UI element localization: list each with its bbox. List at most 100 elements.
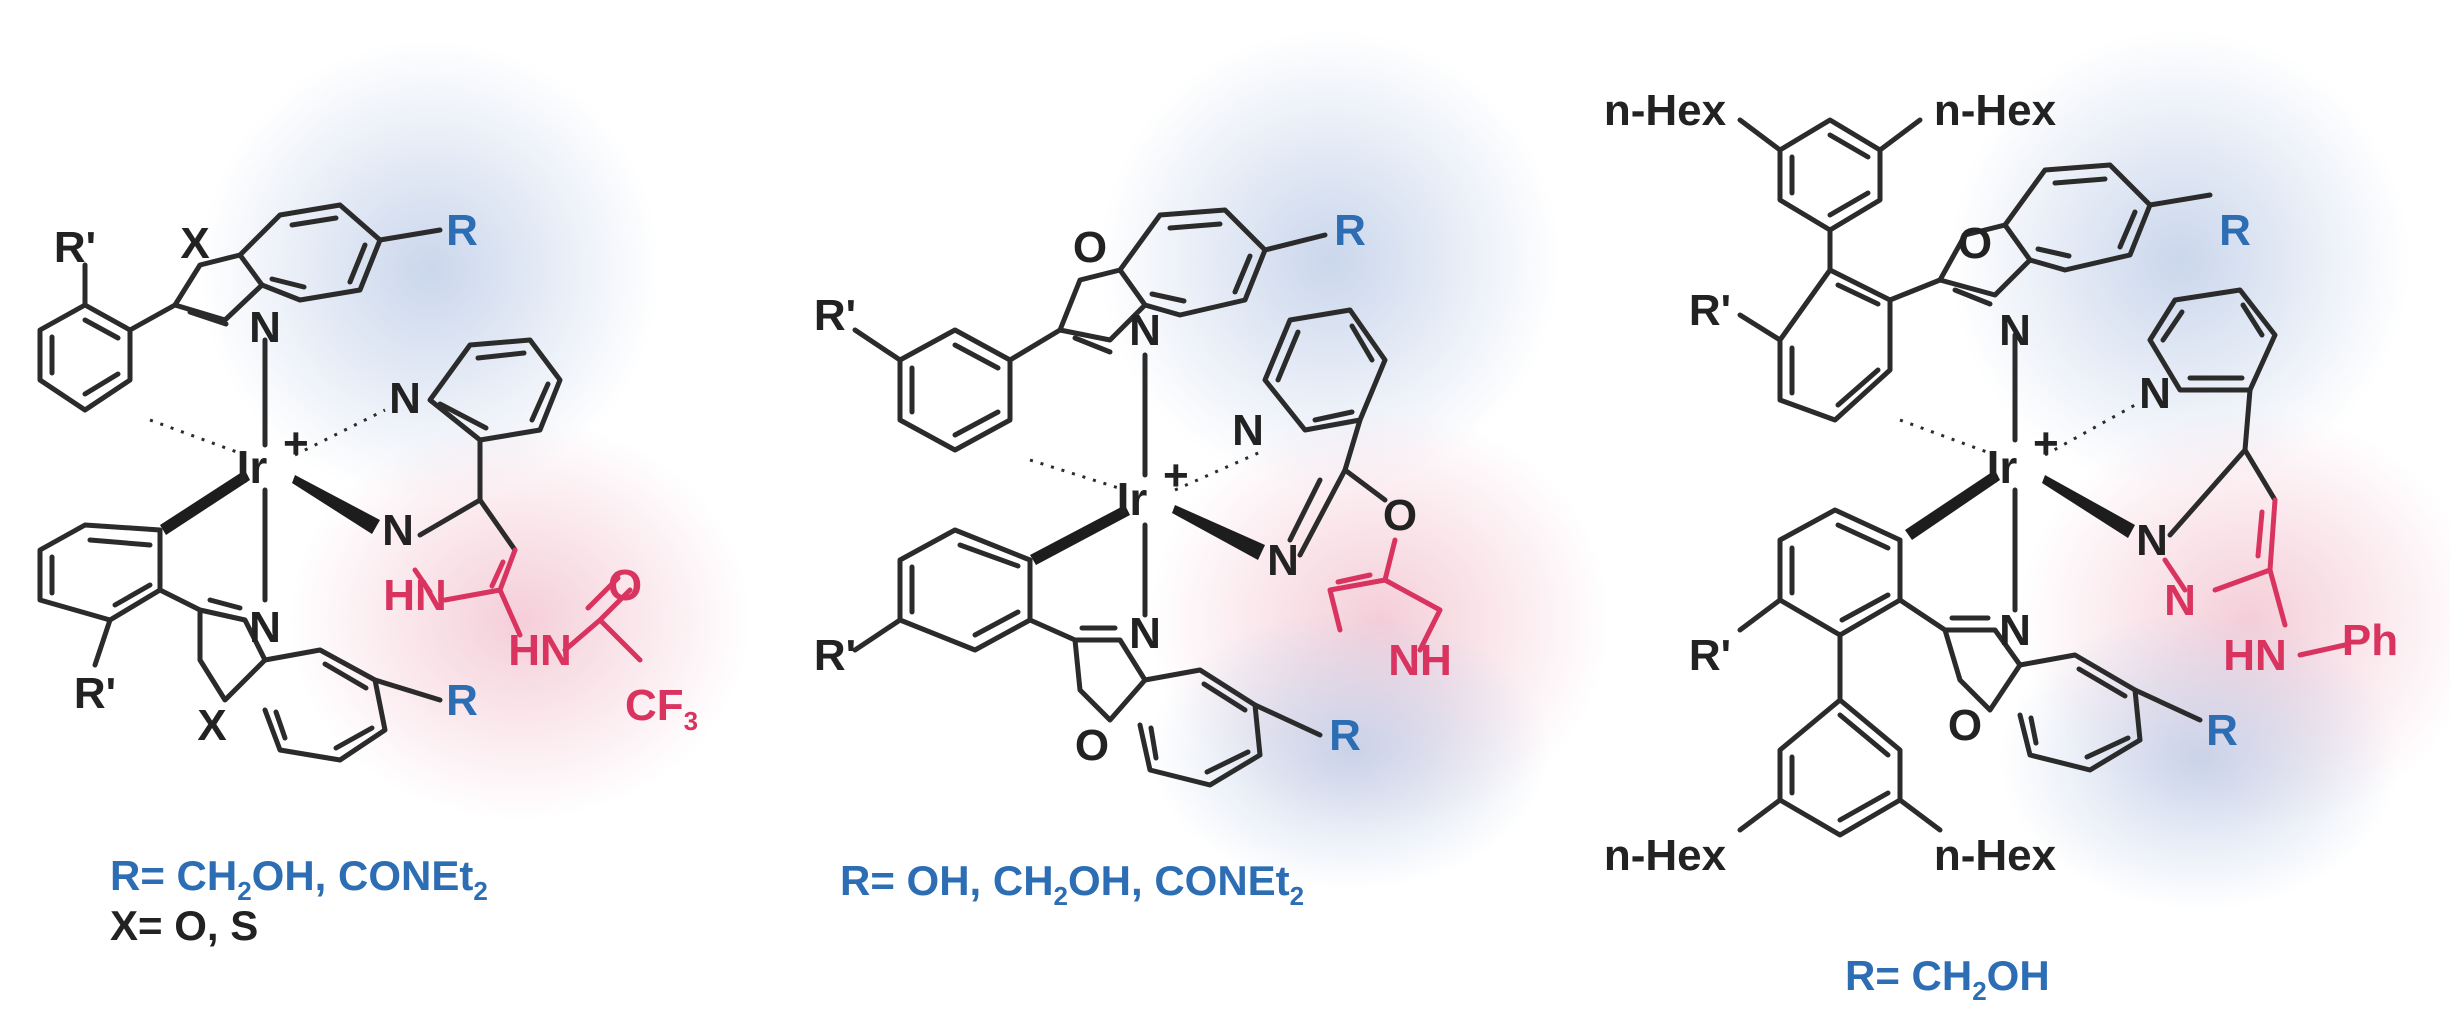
bond-ring-inner (1789, 522, 1891, 623)
bond-five-ring (1942, 627, 2023, 713)
nhex-bl-label: n-Hex (1604, 831, 1727, 880)
bond-hashed (1899, 418, 1996, 457)
x-bottom-label: X (197, 701, 226, 750)
bond (1252, 702, 1323, 738)
bond-double (187, 309, 229, 327)
nh-ring-label: NH (1388, 636, 1452, 685)
o-top-label: O (1958, 219, 1992, 268)
n-pyrazole-label: N (2136, 516, 2168, 565)
bond-ring-inner (1789, 712, 1891, 823)
bond (1297, 467, 1388, 558)
r-bottom-label: R (1329, 711, 1361, 760)
bond-five-ring (1937, 222, 2033, 298)
bond-double (1287, 477, 1323, 543)
ir-charge-label: + (2033, 419, 2059, 468)
caption-1-line2: X= O, S (110, 902, 258, 949)
bond-double (1335, 572, 1373, 585)
bond-ring-inner (2028, 666, 2131, 760)
nhex-tr-label: n-Hex (1934, 86, 2057, 135)
bond (2297, 642, 2348, 658)
bond-five-ring (172, 252, 265, 323)
bond (1027, 617, 1078, 643)
bond-ring-inner (269, 215, 368, 290)
n-bottom-label: N (1999, 606, 2031, 655)
complex-3: n-Hex n-Hex R' O N R Ir + N N N HN Ph R'… (1604, 86, 2398, 1006)
bond-ring-inner (2160, 302, 2265, 381)
bond-double (489, 559, 506, 589)
bond-ring (262, 647, 388, 763)
r-top-label: R (446, 206, 478, 255)
bond-ring-inner (909, 542, 1021, 638)
bond (2242, 387, 2253, 453)
rp-bottom-label: R' (1689, 631, 1731, 680)
rp-top-label: R' (54, 223, 96, 272)
bond (92, 617, 113, 668)
ir-charge-label: + (283, 419, 309, 468)
bond-double (2255, 509, 2265, 559)
bond-ring-inner (1275, 323, 1375, 423)
r-bottom-label: R (2206, 706, 2238, 755)
bond-ring (1777, 697, 1903, 838)
bond (127, 302, 178, 333)
bond-double (1952, 287, 1993, 307)
bond-wedge (1905, 470, 2000, 540)
bond (2267, 567, 2288, 628)
rp-bottom-label: R' (74, 669, 116, 718)
bond (1342, 417, 1363, 473)
o-oxazoline-label: O (1383, 491, 1417, 540)
bond (377, 227, 443, 243)
bond (1007, 327, 1063, 363)
n-oxazoline-label: N (1267, 536, 1299, 585)
bond-ring (897, 327, 1013, 453)
hn-ph-nh-label: HN (2223, 631, 2287, 680)
bond-ring-inner (49, 317, 121, 397)
bond (372, 677, 443, 703)
bond-wedge (2042, 475, 2135, 538)
bond-five-ring (1057, 267, 1148, 343)
bond (417, 497, 518, 553)
bond (1737, 797, 1943, 833)
n-bottom-label: N (249, 603, 281, 652)
n-pyrazole-label: N (382, 506, 414, 555)
bond-wedge (1172, 505, 1265, 560)
rp-top-label: R' (814, 291, 856, 340)
bond-ring-inner (1789, 282, 1881, 408)
nhex-tl-label: n-Hex (1604, 86, 1727, 135)
n-top-label: N (1999, 306, 2031, 355)
bond-double (585, 575, 621, 611)
bond (1737, 277, 1943, 343)
r-top-label: R (1334, 206, 1366, 255)
bond-ring-inner (1148, 681, 1251, 775)
ir-center-label: Ir (1117, 473, 1148, 525)
bond-five-ring (1072, 637, 1148, 723)
bond-ring (1137, 667, 1263, 788)
complex-1: R' X N R Ir + N N HN HN O CF3 N X R' R R… (37, 202, 698, 949)
bond (852, 327, 903, 363)
cf3-label: CF3 (625, 681, 698, 736)
r-bottom-label: R (446, 676, 478, 725)
bond-ring (1777, 507, 1903, 638)
phenyl-label: Ph (2342, 616, 2398, 665)
bond-double (1072, 335, 1113, 355)
bond (1737, 597, 1948, 703)
bond-wedge (160, 470, 250, 535)
caption-1-line1: R= CH2OH, CONEt2 (110, 852, 488, 906)
bond-hashed (149, 418, 246, 457)
bond-ring (1777, 267, 1893, 423)
bond-ring-inner (437, 350, 551, 431)
r-top-label: R (2219, 206, 2251, 255)
bond (2167, 447, 2278, 538)
bond-wedge (292, 475, 380, 534)
bond-five-ring (197, 607, 268, 703)
glow-layer (200, 30, 2450, 910)
o-top-label: O (1073, 223, 1107, 272)
ir-charge-label: + (1163, 451, 1189, 500)
rp-top-label: R' (1689, 286, 1731, 335)
ir-center-label: Ir (237, 441, 268, 493)
bond-ring-inner (1149, 221, 1253, 304)
bond-wedge (1030, 505, 1130, 565)
bond-ring-inner (273, 661, 375, 751)
o-bottom-label: O (1948, 701, 1982, 750)
complex-2: O N R R' Ir + N N O NH N O R' R R= OH, C… (814, 206, 1452, 911)
bond (2132, 687, 2203, 723)
